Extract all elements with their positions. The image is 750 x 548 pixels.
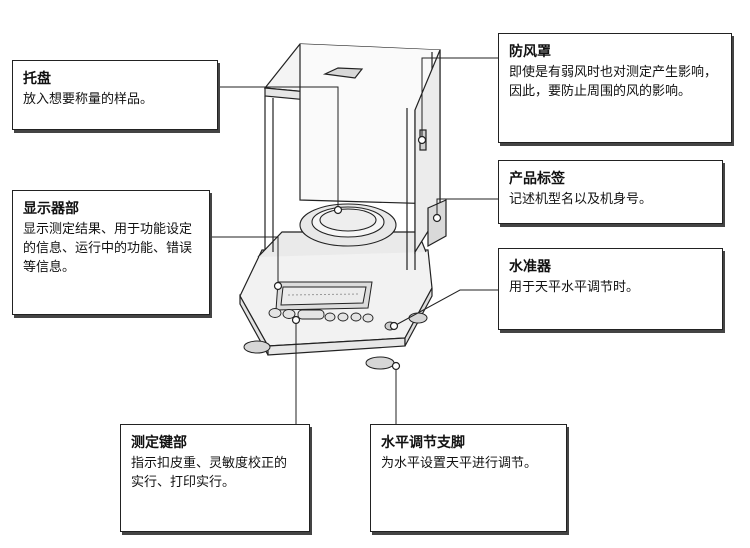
callout-title: 防风罩 — [509, 44, 551, 60]
callout-leveling-feet: 水平调节支脚 为水平设置天平进行调节。 — [370, 424, 567, 532]
callout-description: 即使是有弱风时也对测定产生影响，因此，要防止周围的风的影响。 — [509, 65, 718, 99]
callout-measurement-keys: 测定键部 指示扣皮重、灵敏度校正的实行、打印实行。 — [120, 424, 310, 532]
callout-description: 指示扣皮重、灵敏度校正的实行、打印实行。 — [131, 456, 288, 490]
leveling-feet — [243, 312, 428, 370]
callout-tray: 托盘 放入想要称量的样品。 — [12, 60, 218, 130]
callout-product-label: 产品标签 记述机型名以及机身号。 — [498, 160, 723, 224]
callout-description: 放入想要称量的样品。 — [23, 92, 154, 107]
callout-draft-shield: 防风罩 即使是有弱风时也对测定产生影响，因此，要防止周围的风的影响。 — [498, 33, 732, 143]
callout-title: 托盘 — [23, 71, 51, 87]
leader-dots — [273, 135, 442, 371]
leader-display — [210, 236, 279, 286]
weighing-pan — [299, 203, 397, 247]
leader-label — [436, 198, 498, 218]
callout-title: 测定键部 — [131, 435, 187, 451]
leader-level — [393, 289, 498, 327]
callout-title: 显示器部 — [23, 201, 79, 217]
callout-description: 用于天平水平调节时。 — [509, 280, 640, 295]
callout-display: 显示器部 显示测定结果、用于功能设定的信息、运行中的功能、错误等信息。 — [12, 190, 210, 315]
leader-shield — [421, 57, 498, 140]
leader-lines — [210, 57, 498, 424]
key-panel — [268, 308, 396, 331]
callout-title: 产品标签 — [509, 171, 565, 187]
leader-tray — [218, 86, 339, 210]
callout-title: 水平调节支脚 — [381, 435, 465, 451]
display-panel — [275, 281, 373, 311]
callout-title: 水准器 — [509, 259, 551, 275]
draft-shield — [263, 43, 447, 270]
callout-description: 显示测定结果、用于功能设定的信息、运行中的功能、错误等信息。 — [23, 222, 193, 275]
callout-description: 为水平设置天平进行调节。 — [381, 456, 538, 471]
callout-description: 记述机型名以及机身号。 — [509, 192, 653, 207]
callout-level-indicator: 水准器 用于天平水平调节时。 — [498, 248, 723, 330]
